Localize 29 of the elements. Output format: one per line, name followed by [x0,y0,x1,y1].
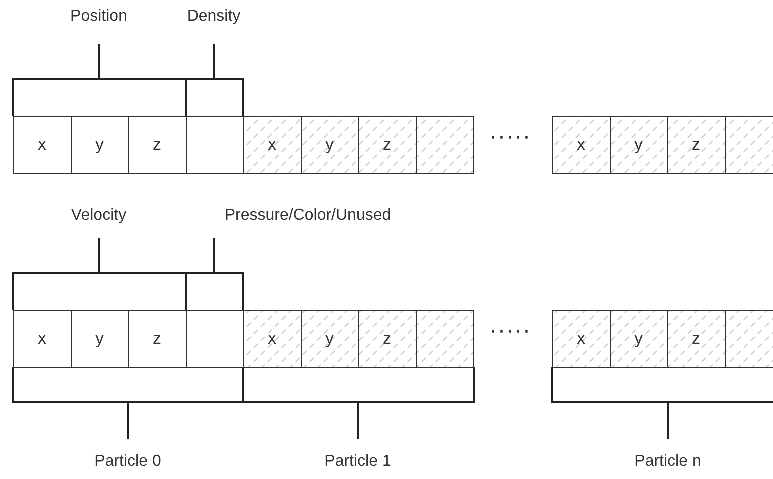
data-cell: z [667,310,726,368]
data-cell: z [128,310,186,368]
label-text: Particle n [634,453,702,471]
data-cell: z [128,116,186,174]
data-cell: y [300,310,359,368]
data-cell: x [552,310,610,368]
empty-cell [724,310,773,368]
ellipsis: ····· [491,324,533,342]
data-cell: y [610,116,668,174]
label-text: Position [70,8,128,26]
data-cell: x [13,116,72,174]
data-cell: x [243,310,302,368]
data-cell: y [610,310,668,368]
data-cell: x [243,116,302,174]
label-text: Velocity [71,207,127,225]
label-text: Particle 0 [94,453,162,471]
empty-cell [724,116,773,174]
data-cell: z [358,310,416,368]
data-cell: z [667,116,726,174]
data-cell: x [552,116,610,174]
label-text: Particle 1 [324,453,392,471]
data-cell: y [70,116,129,174]
data-cell: z [358,116,416,174]
data-cell: x [13,310,72,368]
label-text: Density [187,8,241,26]
data-cell: y [70,310,129,368]
ellipsis: ····· [491,130,533,148]
label-text: Pressure/Color/Unused [224,207,392,225]
data-cell: y [300,116,359,174]
